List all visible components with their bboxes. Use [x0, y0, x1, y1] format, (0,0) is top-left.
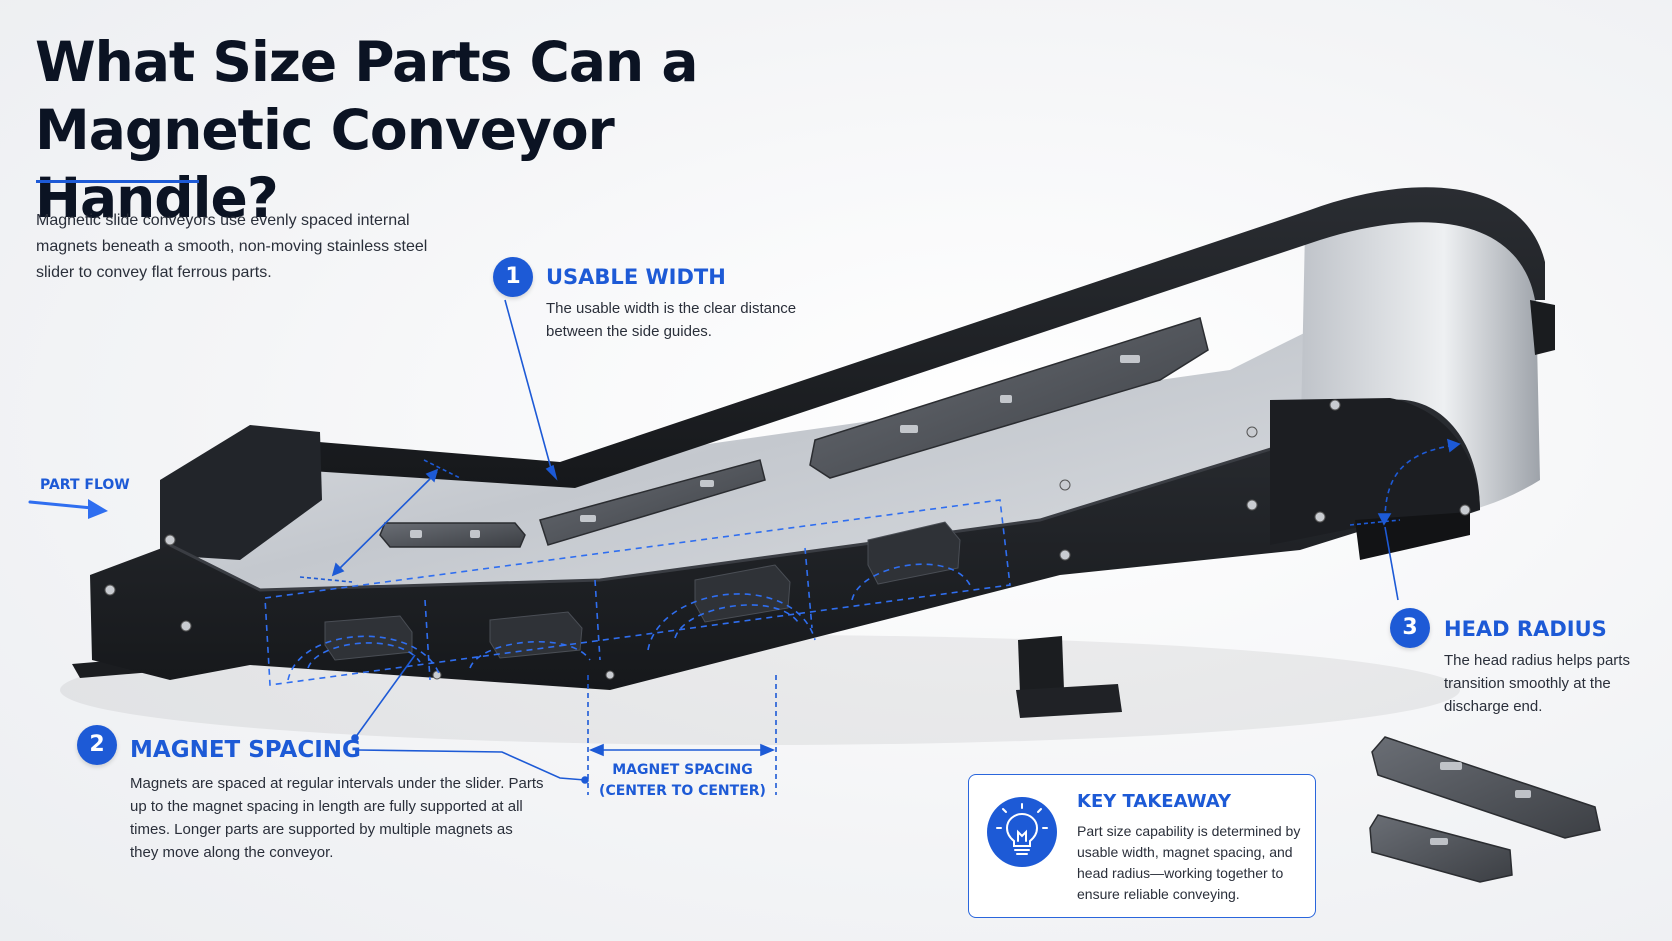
magnet	[489, 611, 583, 659]
callout-heading-usable-width: USABLE WIDTH	[546, 265, 726, 289]
magnet-zones	[264, 499, 1011, 686]
callout-heading-head-radius: HEAD RADIUS	[1444, 617, 1607, 641]
frame-leg	[1018, 636, 1064, 694]
head-radius-dimension	[1349, 438, 1461, 601]
callout-badge-1: 1	[493, 257, 533, 297]
callout-text-magnet-spacing: Magnets are spaced at regular intervals …	[130, 775, 544, 861]
key-takeaway-box: KEY TAKEAWAY Part size capability is det…	[968, 774, 1316, 918]
key-takeaway-text: Part size capability is determined by us…	[1077, 823, 1301, 902]
magnets	[324, 521, 961, 661]
callout-heading-magnet-spacing: MAGNET SPACING	[130, 737, 361, 763]
head-end-cap	[1530, 300, 1555, 355]
key-takeaway-heading: KEY TAKEAWAY	[1077, 791, 1232, 812]
side-guide-back	[295, 187, 1545, 488]
side-guide-block	[160, 425, 322, 560]
title-underline	[36, 180, 199, 183]
callout-badge-3: 3	[1390, 608, 1430, 648]
magnet-spacing-label: MAGNET SPACING (CENTER TO CENTER)	[590, 760, 775, 802]
head-side-plate	[1270, 398, 1480, 545]
loose-part	[1369, 814, 1513, 883]
magnet-spacing-label-line2: (CENTER TO CENTER)	[599, 783, 766, 799]
bolts	[104, 399, 1471, 680]
magnet	[324, 615, 413, 661]
part-flow-label: PART FLOW	[40, 477, 130, 493]
arrow-right-icon	[28, 499, 108, 519]
page-title: What Size Parts Can a Magnetic Conveyor …	[35, 30, 698, 230]
front-frame	[90, 399, 1480, 690]
loose-part	[1371, 736, 1601, 839]
usable-width-dimension	[299, 299, 558, 583]
slider-surface	[180, 250, 1520, 590]
frame-foot	[1016, 684, 1122, 718]
magnet	[694, 564, 791, 623]
head-shield	[1355, 512, 1470, 560]
magnet-spacing-dimension	[351, 654, 777, 795]
steel-part	[379, 522, 526, 548]
callout-text-usable-width: The usable width is the clear distance b…	[546, 300, 797, 340]
callout-badge-2: 2	[77, 725, 117, 765]
intro-text: Magnetic slide conveyors use evenly spac…	[36, 212, 428, 281]
magnet	[867, 521, 961, 585]
callout-text-head-radius: The head radius helps parts transition s…	[1444, 652, 1630, 715]
lightbulb-icon	[987, 797, 1057, 867]
magnet-spacing-label-line1: MAGNET SPACING	[612, 762, 753, 778]
